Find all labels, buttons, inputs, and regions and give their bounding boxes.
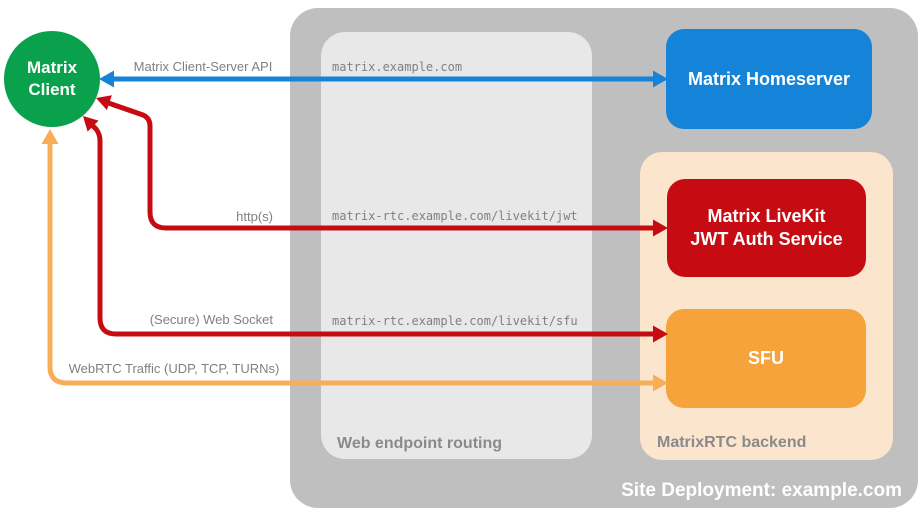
endpoint-label-sfu: matrix-rtc.example.com/livekit/sfu: [332, 314, 578, 328]
arrow-label-https: http(s): [236, 209, 273, 224]
matrix-client-label-line2: Client: [28, 80, 76, 99]
sfu-node: SFU: [666, 309, 866, 408]
site-deployment-title: Site Deployment: example.com: [621, 480, 902, 501]
matrix-homeserver-label: Matrix Homeserver: [687, 68, 851, 89]
sfu-label: SFU: [748, 348, 784, 368]
jwt-auth-service-label-line2: JWT Auth Service: [690, 229, 843, 249]
endpoint-label-homeserver: matrix.example.com: [332, 60, 463, 74]
web-endpoint-routing-container: [321, 32, 592, 459]
matrixrtc-backend-label: MatrixRTC backend: [657, 434, 807, 451]
jwt-auth-service-label-line1: Matrix LiveKit: [707, 206, 826, 226]
arrow-label-websocket: (Secure) Web Socket: [149, 312, 273, 327]
web-endpoint-routing-label: Web endpoint routing: [337, 435, 503, 452]
matrix-client-label-line1: Matrix: [26, 58, 78, 77]
endpoint-label-jwt: matrix-rtc.example.com/livekit/jwt: [332, 209, 578, 223]
matrix-client-node: Matrix Client: [4, 31, 100, 127]
jwt-auth-service-node: Matrix LiveKit JWT Auth Service: [667, 179, 866, 277]
matrix-homeserver-node: Matrix Homeserver: [666, 29, 872, 129]
arrow-label-webrtc: WebRTC Traffic (UDP, TCP, TURNs): [68, 361, 280, 376]
arrow-label-client-server-api: Matrix Client-Server API: [133, 59, 273, 74]
